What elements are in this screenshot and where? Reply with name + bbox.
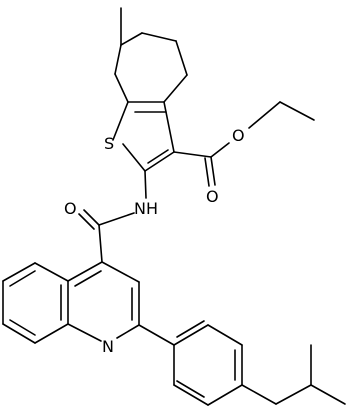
double-bond-inner [9,270,36,287]
quinoline-nitrogen-label: N [102,337,114,356]
bond [173,384,209,406]
bond [114,44,122,75]
double-bond-inner [78,213,95,230]
bond [275,384,312,405]
bond [101,261,140,283]
bond [173,324,209,346]
quinoline-pyridine-ring [67,261,140,342]
bond [120,32,143,46]
bond [116,324,140,339]
double-bond-inner [176,320,205,338]
phenyl-ring [138,320,243,406]
bond [248,101,281,129]
bond [173,151,212,158]
bond [138,324,175,346]
bond [279,101,315,121]
bond [2,323,36,344]
bond [67,323,102,342]
bond [83,209,100,226]
bond [112,101,129,141]
sulfur-atom-label: S [104,134,114,153]
amide-oxygen-label: O [64,199,77,218]
bond [98,224,103,263]
bond [163,101,175,153]
double-bond-inner [147,149,169,164]
bond [67,261,103,282]
double-bond-inner [176,380,205,398]
bond [122,143,146,172]
bond [241,384,277,405]
double-bond-inner [9,319,36,336]
bond [98,212,135,226]
bond [141,32,177,42]
amine-nh-label: NH [134,199,158,218]
bond [144,151,175,172]
ester-oxygen-single-label: O [232,126,245,145]
isobutyl-group [241,344,346,405]
cyclohexene-ring [114,7,188,103]
bond [144,170,147,199]
bond [114,73,129,103]
bond [163,74,188,103]
bond [2,262,36,282]
thiophene-ring [112,101,175,172]
amide-linker [78,170,147,263]
bond [210,156,216,186]
bond [34,262,69,282]
quinoline-benzo-ring [2,262,69,344]
double-bond-inner [74,270,102,287]
ethyl-ester [173,101,315,187]
bond [175,40,188,76]
bond [310,384,346,405]
double-bond-inner [204,157,210,187]
bond [210,142,230,158]
bond [34,323,69,344]
bond [207,384,243,406]
bond [207,324,243,346]
ester-oxygen-double-label: O [206,187,219,206]
